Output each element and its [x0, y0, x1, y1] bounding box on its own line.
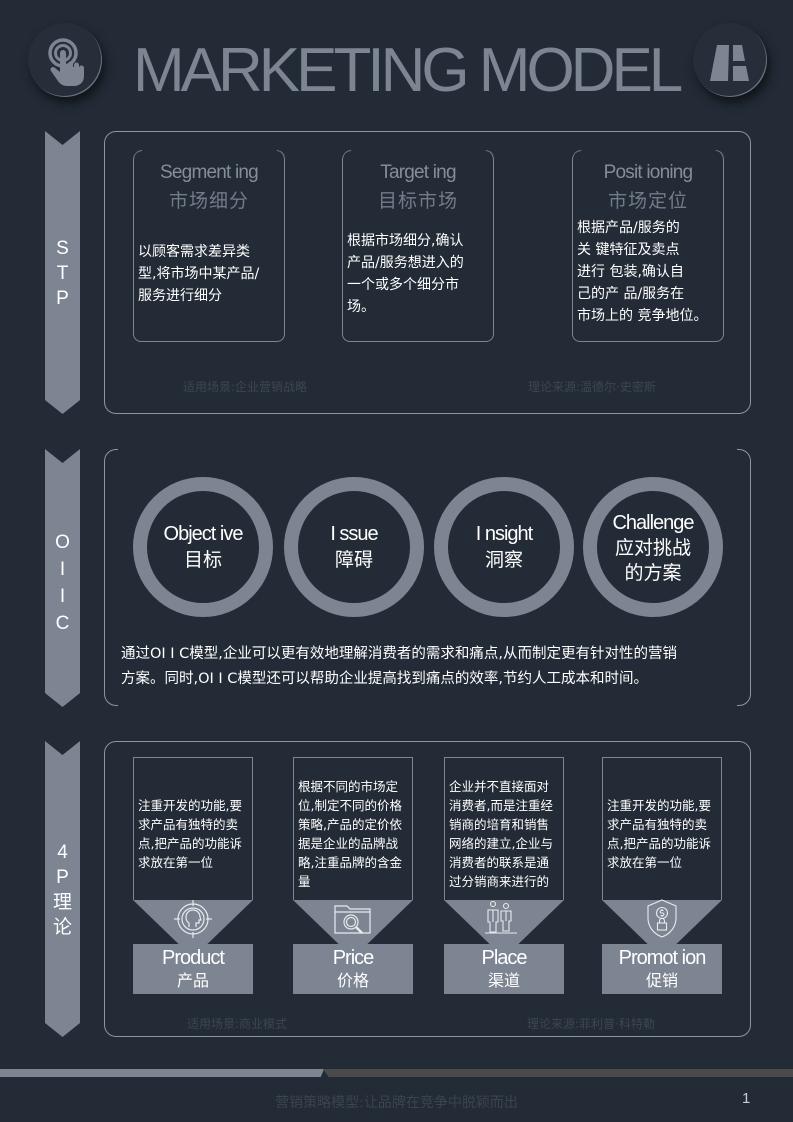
oiic-side-arrow — [45, 449, 80, 707]
oiic-circle-issue: I ssue 障碍 — [284, 477, 424, 617]
stp-card-targeting: Target ing 目标市场 根据市场细分,确认 产品/服务想进入的 一个或多… — [342, 150, 494, 342]
fourp-scene: 适用场景:商业模式 — [187, 1017, 288, 1031]
business-people-icon — [485, 900, 517, 934]
card-body: 根据产品/服务的 关 键特征及卖点 进行 包装,确认自 己的产 品/服务在 市场… — [577, 220, 708, 324]
fourp-side-arrow — [45, 741, 80, 1037]
stp-frame — [104, 131, 751, 414]
oiic-frame-left — [104, 449, 118, 706]
logo-icon — [710, 45, 749, 81]
card-title-en: Target ing — [380, 162, 456, 183]
folder-search-icon — [334, 905, 371, 934]
fourp-card-product-box: 注重开发的功能,要 求产品有独特的卖 点,把产品的功能诉 求放在第一位 — [133, 757, 253, 900]
card-title-en: Segment ing — [160, 162, 259, 183]
oiic-side-label: O I I C — [55, 532, 70, 634]
tap-hand-badge — [28, 23, 102, 97]
stp-card-positioning: Posit ioning 市场定位 根据产品/服务的 关 键特征及卖点 进行 包… — [572, 150, 724, 342]
oiic-frame-right — [737, 449, 751, 706]
card-body: 根据不同的市场定 位,制定不同的价格 策略,产品的定价依 据是企业的品牌战 略,… — [298, 779, 402, 889]
stp-source: 理论来源:温德尔·史密斯 — [528, 380, 656, 394]
footer-bar-left — [0, 1069, 324, 1077]
logo-badge — [693, 23, 767, 97]
page-title: MARKETING MODEL — [133, 36, 683, 105]
fourp-side-label: 4 P 理 论 — [52, 842, 72, 938]
oiic-description: 通过OI I C模型,企业可以更有效地理解消费者的需求和痛点,从而制定更有针对性… — [121, 646, 678, 687]
fourp-card-place-box: 企业并不直接面对 消费者,而是注重经 销商的培育和销售 网络的建立,企业与 消费… — [444, 757, 564, 900]
card-body: 注重开发的功能,要 求产品有独特的卖 点,把产品的功能诉 求放在第一位 — [138, 798, 242, 870]
target-head-icon — [174, 900, 212, 938]
footer-bar-right — [323, 1069, 793, 1077]
card-body: 以顾客需求差异类 型,将市场中某产品/ 服务进行细分 — [138, 244, 260, 304]
card-title-cn: 目标市场 — [377, 190, 458, 212]
fourp-card-price-label: Price 价格 — [293, 944, 413, 994]
oiic-circle-insight: I nsight 洞察 — [434, 477, 574, 617]
fourp-card-promotion-label: Promot ion 促销 — [602, 944, 722, 994]
stp-side-label: S T P — [56, 238, 69, 309]
card-body: 注重开发的功能,要 求产品有独特的卖 点,把产品的功能诉 求放在第一位 — [607, 798, 711, 870]
tap-hand-icon — [48, 38, 84, 86]
fourp-card-place-label: Place 渠道 — [444, 944, 564, 994]
card-title-cn: 市场细分 — [168, 190, 249, 212]
stp-side-arrow — [45, 131, 80, 414]
fourp-frame — [104, 741, 751, 1037]
oiic-circle-challenge: Challenge 应对挑战 的方案 — [583, 477, 723, 617]
card-body: 企业并不直接面对 消费者,而是注重经 销商的培育和销售 网络的建立,企业与 消费… — [449, 779, 553, 889]
oiic-circle-objective: Object ive 目标 — [133, 477, 273, 617]
fourp-source: 理论来源:菲利普·科特勒 — [527, 1017, 655, 1031]
stp-card-segmenting: Segment ing 市场细分 以顾客需求差异类 型,将市场中某产品/ 服务进… — [133, 150, 285, 342]
card-title-cn: 市场定位 — [607, 190, 688, 212]
stp-scene: 适用场景:企业营销战略 — [183, 380, 308, 394]
fourp-card-price-box: 根据不同的市场定 位,制定不同的价格 策略,产品的定价依 据是企业的品牌战 略,… — [293, 757, 413, 900]
shield-dollar-lock-icon — [647, 899, 677, 938]
card-body: 根据市场细分,确认 产品/服务想进入的 一个或多个细分市 场。 — [347, 233, 464, 315]
page-number: 1 — [742, 1090, 751, 1107]
fourp-card-product-label: Product 产品 — [133, 944, 253, 994]
fourp-card-promotion-box: 注重开发的功能,要 求产品有独特的卖 点,把产品的功能诉 求放在第一位 — [602, 757, 722, 900]
card-title-en: Posit ioning — [603, 162, 693, 183]
footer-tagline: 营销策略模型:让品牌在竞争中脱颖而出 — [275, 1095, 518, 1111]
